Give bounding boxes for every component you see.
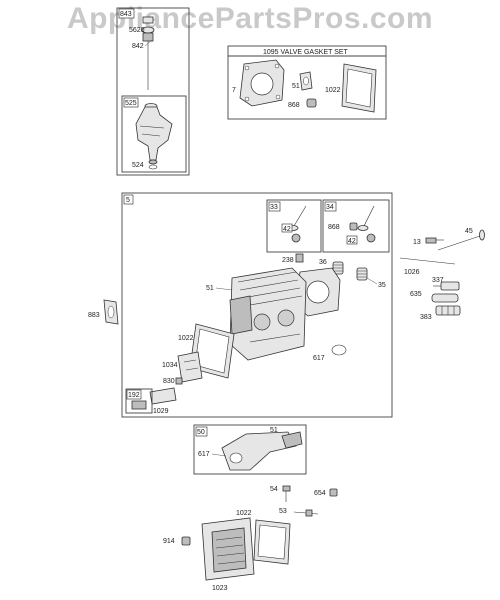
rocker-cover-gasket-part[interactable]	[341, 63, 377, 113]
label-843: 843	[120, 11, 132, 18]
sensor-337-part[interactable]	[433, 281, 460, 291]
grommet-914-part[interactable]	[181, 536, 191, 546]
valve-gasket-set-frame	[227, 45, 387, 120]
tag-525	[123, 97, 139, 108]
intake-manifold-frame	[193, 424, 307, 475]
breather-plate-part[interactable]	[177, 351, 203, 383]
tag-192	[126, 389, 142, 400]
label-1022: 1022	[178, 335, 194, 342]
head-gasket-part[interactable]	[239, 59, 285, 107]
label-54: 54	[270, 486, 278, 493]
dipstick-tube-part[interactable]	[135, 103, 173, 165]
rod-1026-part[interactable]	[399, 257, 456, 265]
label-524: 524	[132, 162, 144, 169]
breather-subpanel	[125, 388, 153, 414]
tag-34	[324, 201, 337, 212]
rocker-stud-part[interactable]	[295, 253, 304, 263]
label-53: 53	[279, 508, 287, 515]
label-238: 238	[282, 257, 294, 264]
cylinder-head-panel: 5 33 42 34 868 42 238	[121, 192, 393, 418]
nut-654-part[interactable]	[329, 488, 338, 497]
sleeve-635-part[interactable]	[431, 293, 459, 303]
label-50: 50	[197, 429, 205, 436]
intake-valve-keeper-part[interactable]: 42	[346, 233, 376, 245]
label-45: 45	[465, 228, 473, 235]
intake-valve-seal-part[interactable]	[349, 222, 358, 231]
label-1029: 1029	[153, 408, 169, 415]
label-1026: 1026	[404, 269, 420, 276]
label-5: 5	[126, 197, 130, 204]
label-c1022: 1022	[236, 510, 252, 517]
label-842: 842	[132, 43, 144, 50]
tag-843	[118, 8, 135, 19]
svg-text:42: 42	[348, 238, 356, 245]
label-13: 13	[413, 239, 421, 246]
exhaust-valve-keeper-part[interactable]: 42	[281, 223, 301, 243]
main-rocker-cover-gasket-part[interactable]	[189, 323, 235, 379]
valve-seal-part[interactable]	[306, 98, 317, 108]
label-34: 34	[326, 204, 334, 211]
tag-5	[123, 194, 134, 205]
label-vg-868: 868	[288, 102, 300, 109]
intake-manifold-part[interactable]	[221, 431, 303, 471]
stud-53-part[interactable]	[293, 509, 319, 517]
label-635: 635	[410, 291, 422, 298]
cylinder-head-part[interactable]	[229, 267, 307, 361]
cover-gasket-1022-part[interactable]	[253, 519, 291, 565]
breather-gasket-part[interactable]	[149, 387, 177, 405]
fitting-383-part[interactable]	[435, 305, 461, 316]
breather-assembly-part[interactable]	[131, 400, 147, 410]
label-883: 883	[88, 312, 100, 319]
label-383: 383	[420, 314, 432, 321]
intake-valve-subpanel	[322, 199, 390, 253]
exhaust-valve-subpanel	[266, 199, 322, 253]
label-33: 33	[270, 204, 278, 211]
rocker-cover-part[interactable]	[201, 517, 255, 581]
label-617: 617	[313, 355, 325, 362]
valve-spring-right-part[interactable]	[356, 267, 368, 281]
label-1023: 1023	[212, 585, 228, 592]
dipstick-panel: 843 5620 842 525 524	[116, 7, 190, 176]
cylinder-head-frame	[121, 192, 393, 418]
label-vg-51: 51	[292, 83, 300, 90]
o-ring-617-part[interactable]	[331, 344, 347, 356]
label-914: 914	[163, 538, 175, 545]
dipstick-part[interactable]	[141, 16, 155, 90]
label-525: 525	[125, 100, 137, 107]
valve-45-part[interactable]	[437, 229, 485, 251]
tag-33	[268, 201, 281, 212]
svg-text:42: 42	[283, 226, 291, 233]
dipstick-tube-subpanel	[121, 95, 187, 173]
intake-valve-part[interactable]	[357, 205, 375, 231]
intake-gasket-part[interactable]	[299, 71, 313, 91]
label-m617: 617	[198, 451, 210, 458]
label-830: 830	[163, 378, 175, 385]
label-m51: 51	[270, 427, 278, 434]
label-vg-7: 7	[232, 87, 236, 94]
breather-screw-part[interactable]	[175, 377, 183, 385]
gasket-883-part[interactable]	[103, 299, 119, 325]
dipstick-panel-frame	[116, 7, 190, 176]
intake-manifold-panel: 50 51 617	[193, 424, 307, 475]
label-5620: 5620	[129, 27, 145, 34]
bolt-54-part[interactable]	[282, 485, 291, 502]
main-head-gasket-part[interactable]	[295, 267, 341, 317]
label-337: 337	[432, 277, 444, 284]
label-654: 654	[314, 490, 326, 497]
pushrod-13-part[interactable]	[425, 237, 444, 244]
label-192: 192	[128, 392, 140, 399]
label-35: 35	[378, 282, 386, 289]
tag-50	[195, 426, 208, 437]
label-vg-1022: 1022	[325, 87, 341, 94]
label-in-868: 868	[328, 224, 340, 231]
label-1034: 1034	[162, 362, 178, 369]
valve-spring-left-part[interactable]	[332, 261, 344, 275]
watermark-text: AppliancePartsPros.com	[66, 2, 434, 35]
label-51: 51	[206, 285, 214, 292]
valve-gasket-set-title: 1095 VALVE GASKET SET	[263, 49, 349, 56]
valve-gasket-set-panel: 1095 VALVE GASKET SET 7 51 868 1022	[227, 45, 387, 120]
label-36: 36	[319, 259, 327, 266]
